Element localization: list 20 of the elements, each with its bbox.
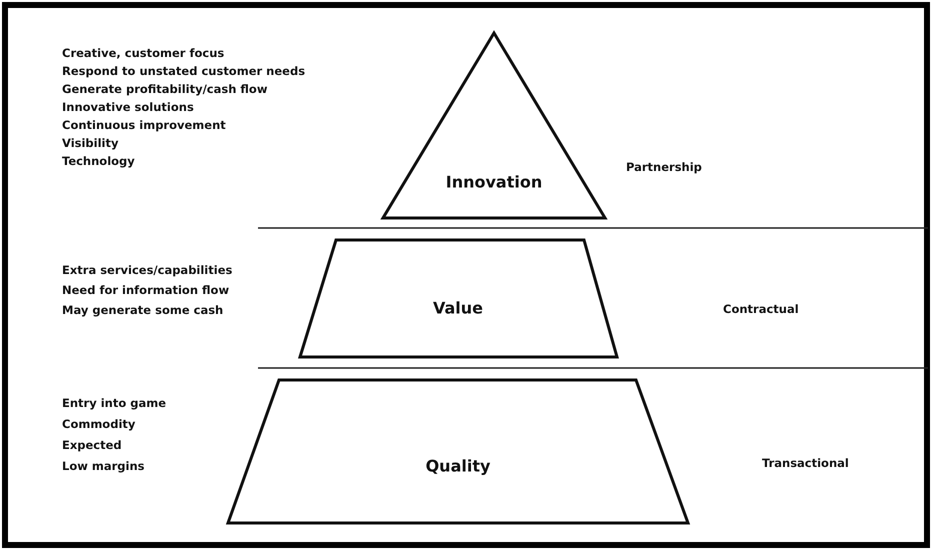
attribute-text: Continuous improvement bbox=[62, 118, 226, 132]
attribute-text: Expected bbox=[62, 438, 122, 452]
attribute-text: Respond to unstated customer needs bbox=[62, 64, 306, 78]
relationship-label: Partnership bbox=[626, 160, 702, 174]
tier-title: Innovation bbox=[446, 172, 542, 192]
relationship-label: Contractual bbox=[723, 302, 799, 316]
attribute-text: Low margins bbox=[62, 459, 144, 473]
attribute-text: Need for information flow bbox=[62, 283, 230, 297]
tier-title: Value bbox=[432, 298, 484, 318]
relationship-label: Transactional bbox=[762, 456, 849, 470]
attribute-text: Visibility bbox=[62, 136, 118, 150]
tier-title: Quality bbox=[426, 456, 490, 476]
attribute-text: Innovative solutions bbox=[62, 100, 194, 114]
attribute-text: Commodity bbox=[62, 417, 136, 431]
attribute-text: Technology bbox=[62, 154, 135, 168]
attribute-text: Entry into game bbox=[62, 396, 166, 410]
attribute-text: Generate profitability/cash flow bbox=[62, 82, 268, 96]
attribute-text: May generate some cash bbox=[62, 303, 224, 317]
attribute-text: Creative, customer focus bbox=[62, 46, 224, 60]
attribute-text: Extra services/capabilities bbox=[62, 263, 232, 277]
